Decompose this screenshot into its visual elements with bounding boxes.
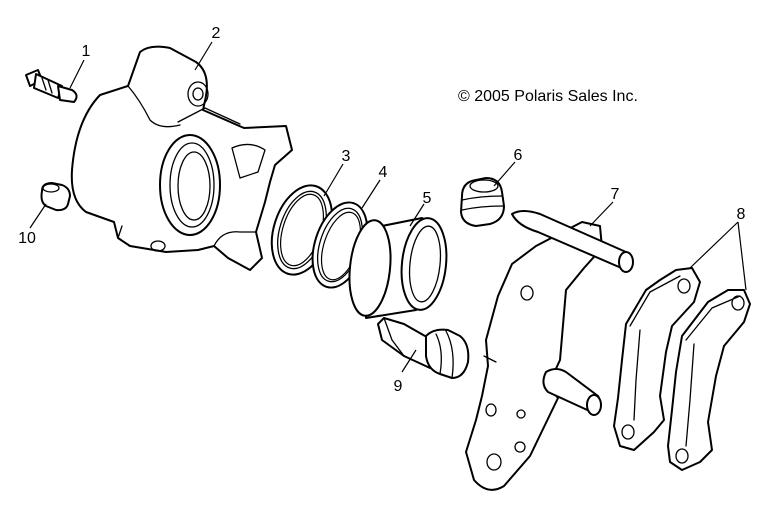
part-6-boot (460, 177, 505, 227)
part-10-bushing (40, 182, 71, 212)
copyright-text: © 2005 Polaris Sales Inc. (458, 88, 638, 105)
leader-line-5 (409, 203, 425, 227)
leader-line-2 (194, 41, 213, 71)
leader-line-10 (29, 203, 47, 229)
leader-line-6 (493, 161, 516, 187)
callout-labels: 1 2 3 4 5 6 7 8 9 10 (18, 25, 745, 395)
part-7-bracket (465, 210, 634, 491)
leader-line-3 (323, 163, 344, 197)
callout-7: 7 (611, 186, 620, 203)
callout-1: 1 (82, 43, 91, 60)
leader-line-7 (589, 201, 614, 227)
leader-line-1 (69, 59, 85, 89)
leader-line-8a (689, 221, 739, 269)
callout-10: 10 (18, 230, 36, 247)
leader-line-8b (737, 221, 747, 291)
part-5-piston (348, 217, 448, 319)
leader-lines (29, 41, 747, 373)
part-1-bleeder-screw (25, 69, 78, 103)
leader-line-9 (401, 349, 417, 373)
callout-5: 5 (423, 190, 432, 207)
callout-9: 9 (394, 378, 403, 395)
callout-4: 4 (379, 164, 388, 181)
leader-line-4 (361, 179, 381, 209)
callout-2: 2 (212, 25, 221, 42)
part-8-brake-pads (613, 267, 751, 471)
part-9-slide-pin (377, 317, 470, 379)
callout-3: 3 (342, 148, 351, 165)
callout-8: 8 (737, 206, 746, 223)
part-2-caliper-housing (70, 45, 293, 271)
callout-6: 6 (514, 147, 523, 164)
